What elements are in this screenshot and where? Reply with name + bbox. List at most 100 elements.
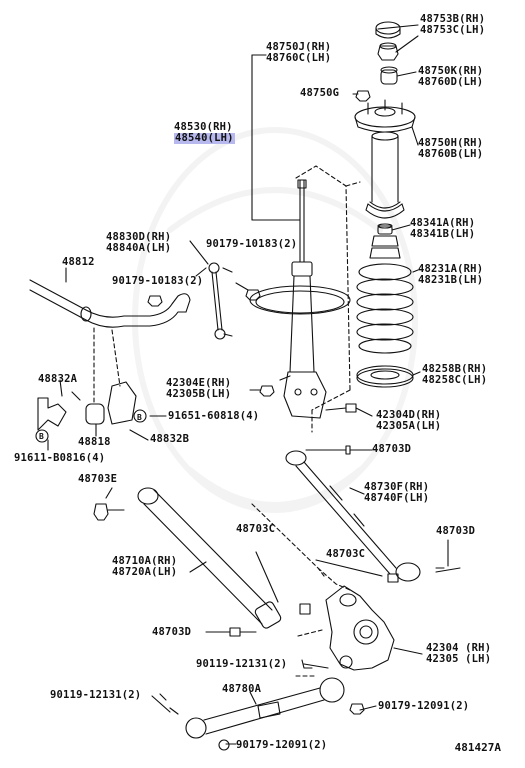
- lateral-link-part: [285, 450, 421, 582]
- callout-48780: 48780A: [222, 684, 261, 695]
- callout-91611: 91611-B0816(4): [14, 453, 105, 464]
- callout-48703e-line1: 48703E: [78, 473, 118, 485]
- callout-48703d-1-line1: 48703D: [372, 443, 412, 455]
- watermark: [132, 127, 418, 513]
- callout-48703d-2: 48703D: [436, 526, 475, 537]
- callout-90179-c-line1: 90179-12091(2): [378, 700, 470, 712]
- callout-48750g: 48750G: [300, 88, 339, 99]
- top-nut-part: [377, 42, 399, 61]
- callout-48832b: 48832B: [150, 434, 189, 445]
- callout-90119-a-line1: 90119-12131(2): [196, 658, 288, 670]
- callout-42304d-line2: 42305A(LH): [376, 420, 442, 432]
- callout-90179-b-line1: 90179-10183(2): [112, 275, 204, 287]
- callout-90119-b: 90119-12131(2): [50, 690, 141, 701]
- callout-48830-line1: 48830D(RH): [106, 231, 172, 243]
- callout-48703d-2-line1: 48703D: [436, 525, 476, 537]
- callout-48341-line2: 48341B(LH): [410, 228, 476, 240]
- callout-48818: 48818: [78, 437, 111, 448]
- callout-48231: 48231A(RH) 48231B(LH): [418, 264, 483, 286]
- callout-48730: 48730F(RH) 48740F(LH): [364, 482, 429, 504]
- callout-48730-line2: 48740F(LH): [364, 492, 430, 504]
- callout-48703d-3-line1: 48703D: [152, 626, 192, 638]
- callout-90179-b: 90179-10183(2): [112, 276, 203, 287]
- callout-42304-line1: 42304 (RH): [426, 642, 492, 654]
- strut-group-dashed: [295, 165, 351, 411]
- callout-48730-line1: 48730F(RH): [364, 481, 430, 493]
- callout-48710-line1: 48710A(RH): [112, 555, 178, 567]
- callout-48750g-line1: 48750G: [300, 87, 340, 99]
- callout-48710: 48710A(RH) 48720A(LH): [112, 556, 177, 578]
- callout-48703d-3: 48703D: [152, 627, 191, 638]
- callout-48750k: 48750K(RH) 48760D(LH): [418, 66, 483, 88]
- callout-48703c-2: 48703C: [326, 549, 365, 560]
- callout-48750j-line1: 48750J(RH): [266, 41, 332, 53]
- callout-90179-a: 90179-10183(2): [206, 239, 297, 250]
- callout-48750j: 48750J(RH) 48760C(LH): [266, 42, 331, 64]
- callout-48231-line1: 48231A(RH): [418, 263, 484, 275]
- callout-48703e: 48703E: [78, 474, 117, 485]
- callout-48750h-line1: 48750H(RH): [418, 137, 484, 149]
- callout-48750h: 48750H(RH) 48760B(LH): [418, 138, 483, 160]
- callout-48750k-line1: 48750K(RH): [418, 65, 484, 77]
- steering-knuckle-part: [325, 585, 395, 671]
- b-markers: B B: [39, 413, 142, 441]
- callout-48231-line2: 48231B(LH): [418, 274, 484, 286]
- link-nut-part: [147, 289, 261, 307]
- strut-bolt-part: [259, 385, 357, 413]
- callout-48753-line2: 48753C(LH): [420, 24, 486, 36]
- callout-48710-line2: 48720A(LH): [112, 566, 178, 578]
- callout-48750k-line2: 48760D(LH): [418, 76, 484, 88]
- callout-90179-a-line1: 90179-10183(2): [206, 238, 298, 250]
- callout-48812-line1: 48812: [62, 256, 95, 268]
- callout-48530: 48530(RH) 48540(LH): [174, 122, 235, 144]
- callout-48703c-2-line1: 48703C: [326, 548, 366, 560]
- svg-text:B: B: [39, 432, 44, 441]
- dust-boot-part: [365, 131, 405, 219]
- callout-48753-line1: 48753B(RH): [420, 13, 486, 25]
- bar-bracket-part: [35, 381, 147, 443]
- callout-48750h-line2: 48760B(LH): [418, 148, 484, 160]
- shock-absorber-part: [249, 179, 351, 419]
- stabilizer-bar-part: [29, 267, 191, 328]
- mount-nut-part: [355, 90, 371, 102]
- callout-48703d-1: 48703D: [372, 444, 411, 455]
- callout-48830-line2: 48840A(LH): [106, 242, 172, 254]
- callout-48341-line1: 48341A(RH): [410, 217, 476, 229]
- callout-48753: 48753B(RH) 48753C(LH): [420, 14, 485, 36]
- callout-48832a: 48832A: [38, 374, 77, 385]
- callout-48703c-1: 48703C: [236, 524, 275, 535]
- callout-90179-c: 90179-12091(2): [378, 701, 469, 712]
- callout-48830: 48830D(RH) 48840A(LH): [106, 232, 171, 254]
- callout-48780-line1: 48780A: [222, 683, 262, 695]
- callout-42304-line2: 42305 (LH): [426, 653, 492, 665]
- coil-spring-part: [356, 263, 414, 354]
- callout-42304d: 42304D(RH) 42305A(LH): [376, 410, 441, 432]
- callout-91651-line1: 91651-60818(4): [168, 410, 260, 422]
- callout-42304d-line1: 42304D(RH): [376, 409, 442, 421]
- callout-48832a-line1: 48832A: [38, 373, 78, 385]
- callout-48818-line1: 48818: [78, 436, 111, 448]
- arm-bolt-part: [93, 503, 461, 637]
- callout-42304e-line1: 42304E(RH): [166, 377, 232, 389]
- callout-48540-highlighted[interactable]: 48540(LH): [174, 132, 235, 144]
- callout-90179-d-line1: 90179-12091(2): [236, 739, 328, 751]
- callout-90119-b-line1: 90119-12131(2): [50, 689, 142, 701]
- strut-mount-part: [354, 99, 416, 133]
- lower-link-part: [185, 677, 345, 739]
- callout-91611-line1: 91611-B0816(4): [14, 452, 106, 464]
- callout-42304: 42304 (RH) 42305 (LH): [426, 643, 491, 665]
- callout-42304e: 42304E(RH) 42305B(LH): [166, 378, 231, 400]
- callout-48703c-1-line1: 48703C: [236, 523, 276, 535]
- stabilizer-link-part: [208, 262, 233, 340]
- callout-48341: 48341A(RH) 48341B(LH): [410, 218, 475, 240]
- callout-48530-line1: 48530(RH): [174, 121, 233, 133]
- figure-reference: 481427A: [454, 741, 501, 754]
- callout-48750j-line2: 48760C(LH): [266, 52, 332, 64]
- upper-bushing-part: [380, 66, 398, 85]
- callout-90119-a: 90119-12131(2): [196, 659, 287, 670]
- callout-91651: 91651-60818(4): [168, 411, 259, 422]
- callout-48258: 48258B(RH) 48258C(LH): [422, 364, 487, 386]
- callout-42304e-line2: 42305B(LH): [166, 388, 232, 400]
- callout-90179-d: 90179-12091(2): [236, 740, 327, 751]
